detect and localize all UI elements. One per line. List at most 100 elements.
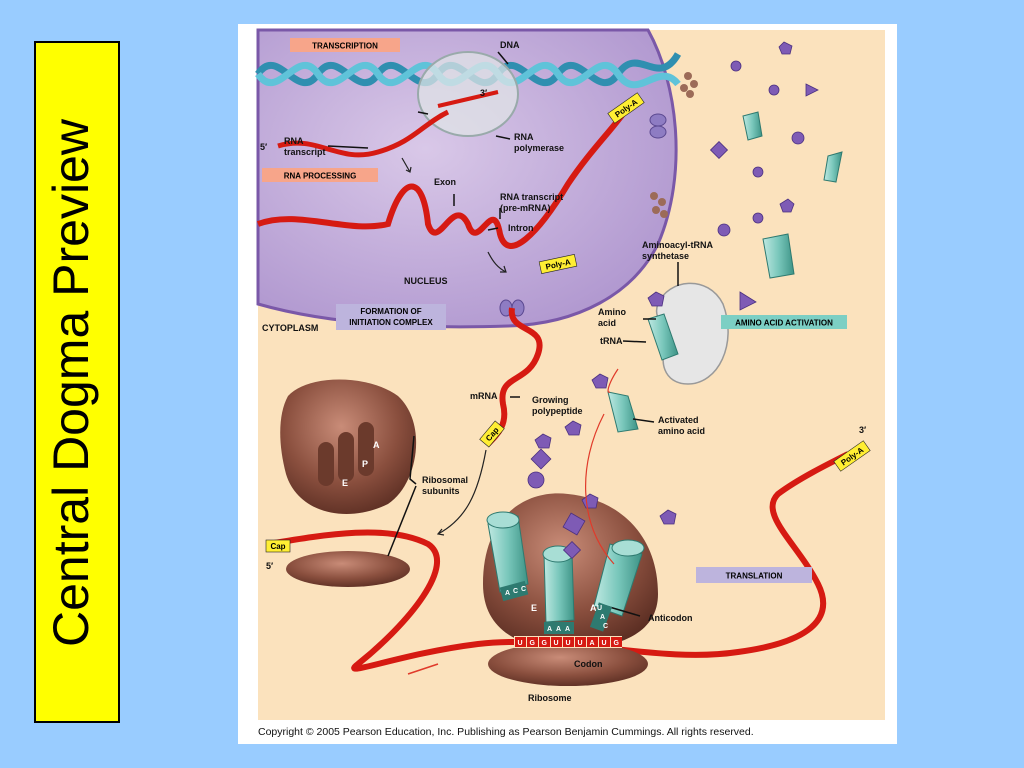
codon-base-box — [599, 637, 610, 647]
svg-text:A: A — [547, 626, 552, 633]
rna-transcript — [277, 109, 450, 158]
label-nucleus: NUCLEUS — [404, 276, 448, 286]
codon-base: G — [614, 640, 620, 647]
site-e-tunnel — [318, 442, 334, 486]
svg-text:C: C — [521, 586, 526, 593]
label-rna-polymerase-1: RNA — [514, 132, 534, 142]
label-intron: Intron — [508, 223, 534, 233]
trna-e-site — [486, 511, 529, 593]
label-amino-acid-2: acid — [598, 318, 616, 328]
label-anticodon: Anticodon — [648, 613, 693, 623]
svg-text:A: A — [600, 614, 605, 621]
cap-tag-mrna: Cap — [479, 420, 505, 448]
label-codon: Codon — [574, 659, 603, 669]
svg-text:A: A — [505, 590, 510, 597]
svg-text:C: C — [603, 623, 608, 630]
trna-p-site — [542, 545, 575, 623]
svg-text:A: A — [565, 626, 570, 633]
svg-text:A: A — [556, 626, 561, 633]
codon-base: G — [542, 640, 548, 647]
section-amino-acid-activation-label: AMINO ACID ACTIVATION — [735, 319, 833, 328]
label-site-a-lower: A — [590, 603, 597, 613]
anticodon-right: U A C — [589, 602, 613, 632]
label-rna-transcript-1: RNA — [284, 136, 304, 146]
section-transcription — [290, 38, 400, 52]
pre-mrna — [256, 112, 626, 249]
codon-base-box — [527, 637, 538, 647]
flow-arrows — [401, 157, 507, 536]
copyright-notice: Copyright © 2005 Pearson Education, Inc.… — [258, 726, 754, 738]
ribosome-small-subunit — [488, 642, 648, 686]
label-5prime-left: 5′ — [260, 142, 267, 152]
site-a-tunnel — [358, 422, 374, 476]
label-activated-amino-acid-1: Activated — [658, 415, 699, 425]
label-site-e-lower: E — [531, 603, 537, 613]
trna-in-synthetase — [647, 313, 679, 361]
red-arrow-2 — [585, 413, 615, 565]
codon-base: A — [590, 640, 595, 647]
anticodon-left: A C C — [499, 580, 529, 602]
slide-title: Central Dogma Preview — [43, 119, 99, 647]
title-box — [34, 41, 120, 723]
red-arrow — [607, 368, 619, 393]
cap-tag-ribbon: Cap — [265, 539, 291, 553]
label-3prime-right: 3′ — [859, 425, 866, 435]
label-ribosomal-subunits-2: subunits — [422, 486, 460, 496]
free-trna — [762, 233, 795, 279]
label-synthetase-1: Aminoacyl-tRNA — [642, 240, 714, 250]
free-trna — [823, 151, 843, 183]
label-growing-polypeptide-1: Growing — [532, 395, 569, 405]
trna-a-site — [593, 539, 645, 617]
mrna-strand — [485, 307, 543, 447]
codon-base-box — [575, 637, 586, 647]
codon-base: U — [566, 640, 571, 647]
label-pre-mrna-2: (pre-mRNA) — [500, 203, 551, 213]
label-cytoplasm: CYTOPLASM — [262, 323, 318, 333]
codon-base: U — [554, 640, 559, 647]
amino-acids — [527, 41, 819, 560]
molecule-cluster — [650, 72, 698, 218]
label-dna: DNA — [500, 40, 520, 50]
label-pre-mrna-1: RNA transcript — [500, 192, 563, 202]
activated-trna — [607, 391, 639, 433]
diagram-canvas: TRANSCRIPTION RNA PROCESSING FORMATION O… — [255, 28, 885, 738]
svg-text:Cap: Cap — [270, 542, 285, 551]
site-p-tunnel — [338, 432, 354, 482]
central-dogma-figure: TRANSCRIPTION RNA PROCESSING FORMATION O… — [238, 24, 897, 744]
codon-base-box — [587, 637, 598, 647]
section-translation-label: TRANSLATION — [726, 572, 783, 581]
label-exon: Exon — [434, 177, 456, 187]
label-site-p: P — [362, 459, 368, 469]
codon-base: G — [530, 640, 536, 647]
free-trna — [742, 111, 763, 141]
section-translation — [696, 567, 812, 583]
codon-base: U — [578, 640, 583, 647]
label-rna-polymerase-2: polymerase — [514, 143, 564, 153]
mrna-direction-arrow — [407, 663, 439, 675]
section-formation-label-1: FORMATION OF — [360, 307, 421, 316]
codon-base-box — [563, 637, 574, 647]
label-site-a: A — [373, 440, 380, 450]
section-formation — [336, 304, 446, 330]
section-rna-processing-label: RNA PROCESSING — [284, 172, 357, 181]
section-rna-processing — [262, 168, 378, 182]
section-amino-acid-activation — [721, 315, 847, 329]
label-growing-polypeptide-2: polypeptide — [532, 406, 583, 416]
poly-a-tag-middle: Poly-A — [538, 254, 578, 274]
anticodon-middle: A A A — [544, 622, 574, 634]
codon-base-box — [539, 637, 550, 647]
codon-base-box — [515, 637, 526, 647]
label-3prime-top: 3′ — [480, 88, 487, 98]
section-transcription-label: TRANSCRIPTION — [312, 42, 378, 51]
label-amino-acid-1: Amino — [598, 307, 627, 317]
section-formation-label-2: INITIATION COMPLEX — [349, 318, 433, 327]
svg-text:U: U — [597, 605, 602, 612]
small-ribosomal-subunit — [286, 551, 410, 587]
nascent-rna — [437, 90, 499, 108]
label-synthetase-2: synthetase — [642, 251, 689, 261]
label-site-e: E — [342, 478, 348, 488]
label-activated-amino-acid-2: amino acid — [658, 426, 705, 436]
codon-base: U — [602, 640, 607, 647]
nuclear-pore — [649, 113, 667, 139]
